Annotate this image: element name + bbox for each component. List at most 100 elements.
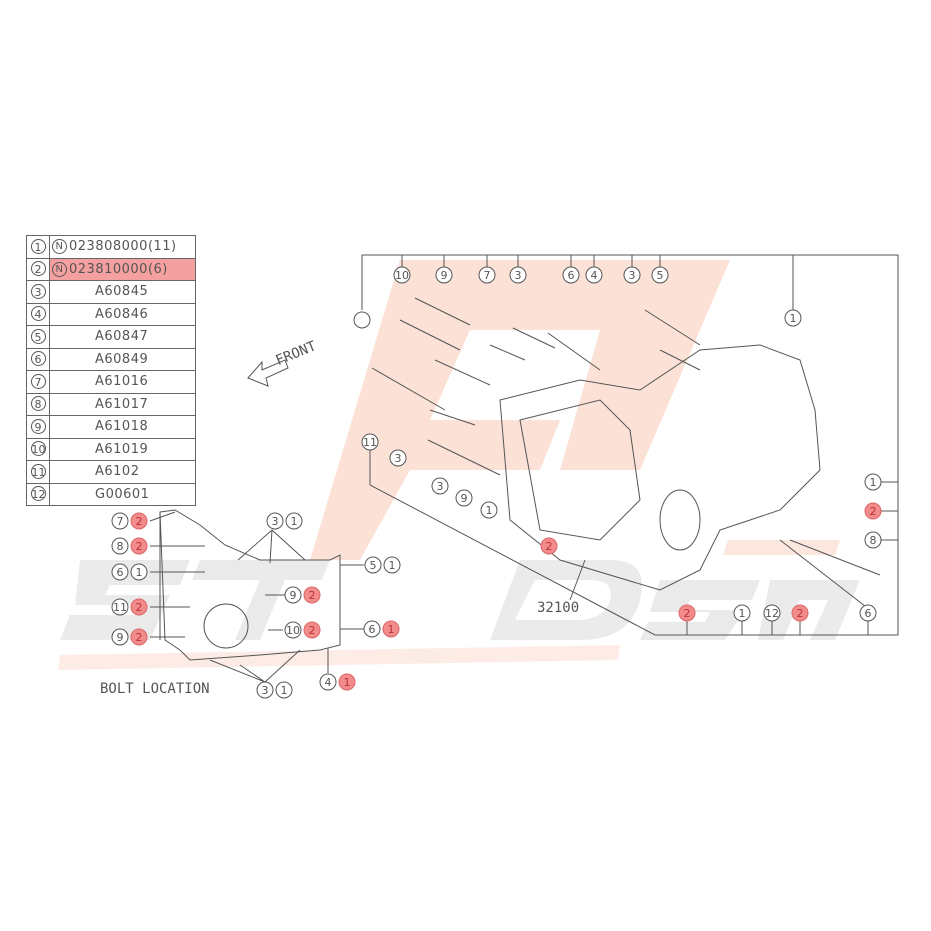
callout-4: 4 — [585, 266, 603, 284]
svg-text:3: 3 — [437, 480, 444, 493]
svg-text:4: 4 — [591, 269, 598, 282]
svg-text:3: 3 — [515, 269, 522, 282]
callout-10: 10 — [284, 621, 302, 639]
callout-5: 5 — [364, 556, 382, 574]
ref-number: 1 — [30, 238, 46, 254]
ref-number: 11 — [30, 463, 46, 479]
watermark-brand-shape — [60, 560, 860, 640]
callout-2: 2 — [791, 604, 809, 622]
part-code: G00601 — [95, 486, 150, 502]
watermark — [58, 260, 860, 670]
callout-2: 2 — [130, 512, 148, 530]
callout-5: 5 — [651, 266, 669, 284]
ref-number: 6 — [30, 351, 46, 367]
callout-2: 2 — [130, 537, 148, 555]
ref-number: 4 — [30, 306, 46, 322]
svg-text:11: 11 — [363, 436, 377, 449]
svg-text:9: 9 — [441, 269, 448, 282]
callout-7: 7 — [111, 512, 129, 530]
callout-11: 11 — [111, 598, 129, 616]
part-code: A60846 — [95, 306, 149, 322]
svg-text:5: 5 — [370, 559, 377, 572]
callout-3: 3 — [266, 512, 284, 530]
callout-12: 12 — [763, 604, 781, 622]
svg-text:6: 6 — [865, 607, 872, 620]
bolt-location-label: BOLT LOCATION — [100, 681, 210, 697]
svg-text:11: 11 — [113, 601, 127, 614]
callout-1: 1 — [864, 473, 882, 491]
callout-9: 9 — [435, 266, 453, 284]
svg-text:9: 9 — [461, 492, 468, 505]
svg-text:9: 9 — [290, 589, 297, 602]
callout-1: 1 — [784, 309, 802, 327]
callout-10: 10 — [393, 266, 411, 284]
callout-3: 3 — [256, 681, 274, 699]
callout-3: 3 — [431, 477, 449, 495]
callout-2: 2 — [678, 604, 696, 622]
svg-text:4: 4 — [325, 676, 332, 689]
svg-text:1: 1 — [388, 623, 395, 636]
callout-7: 7 — [478, 266, 496, 284]
svg-text:9: 9 — [117, 631, 124, 644]
svg-text:1: 1 — [739, 607, 746, 620]
svg-text:2: 2 — [797, 607, 804, 620]
parts-table-row: 6 A60849 — [26, 347, 196, 371]
svg-text:2: 2 — [136, 631, 143, 644]
parts-table-row: 9 A61018 — [26, 415, 196, 439]
part-code: A61019 — [95, 441, 149, 457]
svg-text:1: 1 — [790, 312, 797, 325]
svg-text:7: 7 — [484, 269, 491, 282]
callout-1: 1 — [338, 673, 356, 691]
ref-number: 10 — [30, 441, 46, 457]
new-part-marker: N — [52, 239, 67, 255]
ref-number: 7 — [30, 373, 46, 389]
svg-text:2: 2 — [136, 601, 143, 614]
svg-text:6: 6 — [369, 623, 376, 636]
svg-text:2: 2 — [136, 540, 143, 553]
callout-2: 2 — [540, 537, 558, 555]
svg-text:10: 10 — [286, 624, 300, 637]
callout-2: 2 — [303, 621, 321, 639]
svg-text:6: 6 — [568, 269, 575, 282]
svg-text:3: 3 — [395, 452, 402, 465]
ref-number: 3 — [30, 283, 46, 299]
callout-2: 2 — [864, 502, 882, 520]
svg-text:5: 5 — [657, 269, 664, 282]
svg-text:2: 2 — [684, 607, 691, 620]
svg-text:1: 1 — [281, 684, 288, 697]
callout-6: 6 — [859, 604, 877, 622]
callout-11: 11 — [361, 433, 379, 451]
callout-1: 1 — [733, 604, 751, 622]
callout-4: 4 — [319, 673, 337, 691]
callout-3: 3 — [623, 266, 641, 284]
part-code: 023808000(11) — [69, 239, 177, 255]
svg-text:3: 3 — [272, 515, 279, 528]
callout-9: 9 — [455, 489, 473, 507]
svg-text:2: 2 — [309, 589, 316, 602]
part-number-label: 32100 — [537, 600, 579, 616]
callout-6: 6 — [111, 563, 129, 581]
watermark-suffix-shape — [723, 540, 840, 555]
ref-number: 8 — [30, 396, 46, 412]
front-arrow: FRONT — [247, 338, 319, 387]
callout-2: 2 — [130, 628, 148, 646]
svg-text:12: 12 — [765, 607, 779, 620]
part-code: A61018 — [95, 419, 149, 435]
ref-number: 5 — [30, 328, 46, 344]
part-code: A60849 — [95, 351, 149, 367]
svg-text:2: 2 — [136, 515, 143, 528]
svg-text:1: 1 — [291, 515, 298, 528]
ref-number: 9 — [30, 418, 46, 434]
svg-text:8: 8 — [117, 540, 124, 553]
svg-text:3: 3 — [262, 684, 269, 697]
callout-6: 6 — [562, 266, 580, 284]
svg-text:10: 10 — [395, 269, 409, 282]
callout-6: 6 — [363, 620, 381, 638]
